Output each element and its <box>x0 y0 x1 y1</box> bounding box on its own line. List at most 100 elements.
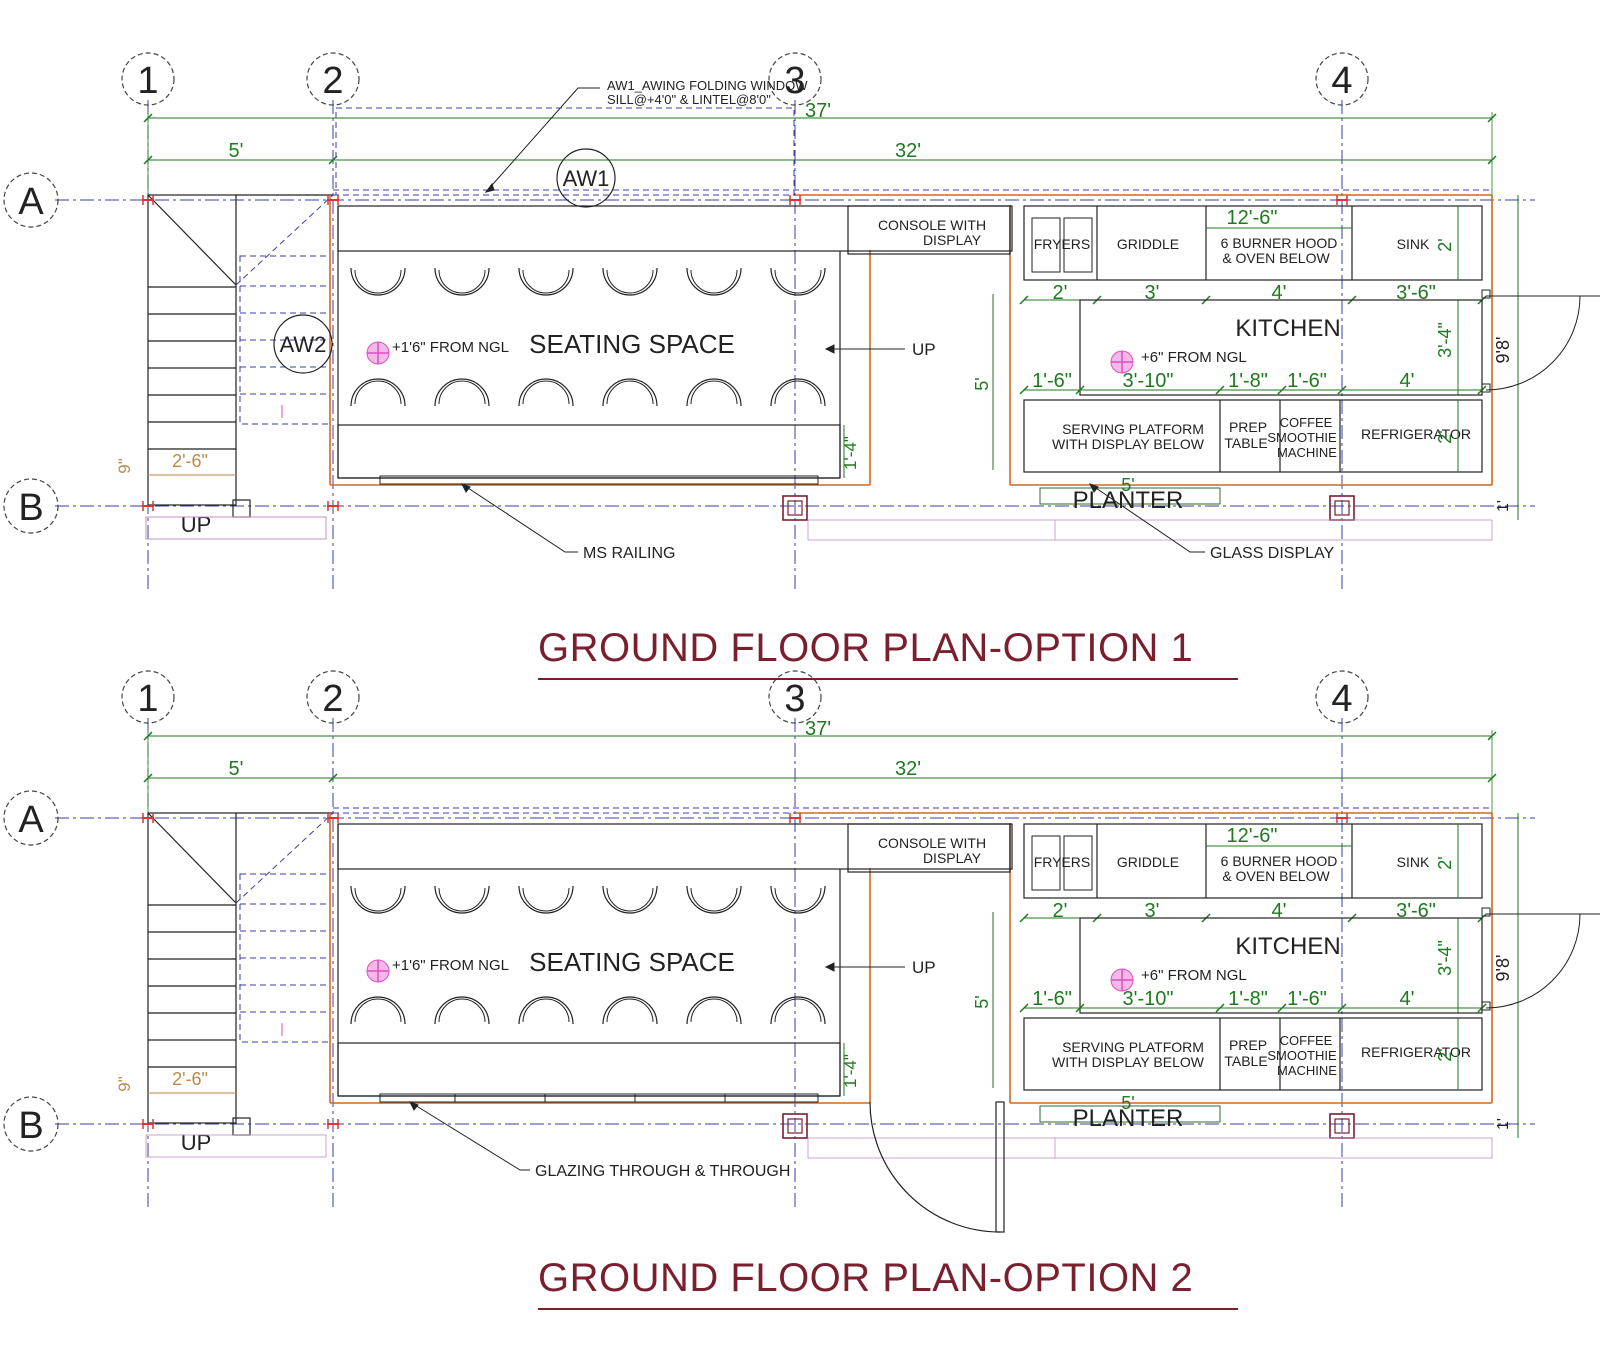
window-leader <box>485 87 600 193</box>
kitchen-dim-row1-value: 2' <box>1053 900 1068 922</box>
dim-tick <box>1075 385 1085 395</box>
kitchen-bottom-counter <box>1023 399 1483 473</box>
grid-bubble-A <box>3 172 59 228</box>
bar-stool-top-row <box>434 267 490 296</box>
prep-label-2: TABLE <box>1224 1053 1267 1069</box>
griddle-label: GRIDDLE <box>1117 236 1179 252</box>
stair-base-2 <box>145 516 327 540</box>
dim-kitchen-width: 12'-6" <box>1227 207 1278 229</box>
grid-bubble-4 <box>1315 52 1369 106</box>
planter-box <box>1039 487 1221 505</box>
bar-stool-bottom-row <box>434 996 490 1025</box>
dim-tick <box>1277 1003 1287 1013</box>
bar-stool-bottom-row <box>602 996 658 1025</box>
grid-bubble-1 <box>121 670 175 724</box>
bar-stool-bottom-row <box>686 378 742 407</box>
grid-bubble-label-B: B <box>18 1105 43 1147</box>
kitchen-dim-row2-value: 1'-6" <box>1287 370 1327 392</box>
plan-title-option-1: GROUND FLOOR PLAN-OPTION 1 <box>538 626 1238 680</box>
glass-display-leader <box>1089 483 1205 553</box>
bar-stool-top-row <box>686 267 742 296</box>
side-door-hinge <box>1481 907 1491 917</box>
dim-left-bay: 5' <box>229 140 244 162</box>
stair-diagonal <box>147 194 237 286</box>
window-leader-head <box>484 182 495 193</box>
bar-stool-bottom-row-inner <box>354 998 402 1023</box>
planter-label: PLANTER <box>1073 1105 1184 1132</box>
glazing-leader-head <box>408 1101 419 1111</box>
bar-stool-top-row-inner <box>606 887 654 912</box>
kitchen-work-zone <box>1079 299 1483 396</box>
kitchen-dim-row1-value: 2' <box>1053 282 1068 304</box>
side-door-arc <box>1485 295 1581 391</box>
coffee-label: COFFEE <box>1280 1033 1333 1048</box>
dim-9in: 9" <box>115 1076 134 1092</box>
prep-label-2: TABLE <box>1224 435 1267 451</box>
prep-label: PREP <box>1229 1037 1267 1053</box>
seating-space-label: SEATING SPACE <box>529 947 735 977</box>
console-box <box>847 205 1011 255</box>
kitchen-dim-row1-value: 3'-6" <box>1396 282 1436 304</box>
kitchen-dim-row1-value: 3'-6" <box>1396 900 1436 922</box>
bar-stool-top-row <box>602 267 658 296</box>
coffee-label: COFFEE <box>1280 415 1333 430</box>
serving-label-2: WITH DISPLAY BELOW <box>1052 1054 1205 1070</box>
kitchen-label: KITCHEN <box>1235 933 1340 960</box>
kitchen-dim-row2-value: 4' <box>1400 370 1415 392</box>
dim-tick <box>1019 295 1029 305</box>
dim-9in: 9" <box>115 458 134 474</box>
bar-stool-bottom-row-inner <box>354 380 402 405</box>
kitchen-dim-row1-value: 3' <box>1145 282 1160 304</box>
dim-tick <box>328 773 338 783</box>
level-marker-cross <box>367 960 389 982</box>
bar-stool-bottom-row-inner <box>690 380 738 405</box>
column-post <box>782 495 808 521</box>
kitchen-dim-row1-value: 4' <box>1272 900 1287 922</box>
seating-space-label: SEATING SPACE <box>529 329 735 359</box>
grid-bubble-3 <box>768 52 822 106</box>
fryer-basket-2 <box>1063 217 1093 273</box>
bar-stool-top-row <box>350 885 406 914</box>
dim-main-span: 32' <box>895 758 921 780</box>
grid-bubble-label-3: 3 <box>784 678 805 720</box>
bar-stool-bottom-row <box>770 996 826 1025</box>
bar-stool-top-row-inner <box>774 269 822 294</box>
bar-stool-top-row <box>350 267 406 296</box>
side-door-hinge <box>1481 289 1491 299</box>
kitchen-dim-row2-value: 1'-6" <box>1287 988 1327 1010</box>
kitchen-level-label: +6" FROM NGL <box>1141 967 1247 984</box>
coffee-label-3: MACHINE <box>1277 445 1337 460</box>
column-post-inner <box>787 500 803 516</box>
console-label-2: DISPLAY <box>923 850 982 866</box>
bar-stool-top-row-inner <box>354 887 402 912</box>
grid-bubble-label-1: 1 <box>137 678 158 720</box>
dim-1-4: 1'-4" <box>841 1054 860 1088</box>
bar-stool-top-row <box>518 267 574 296</box>
column-post <box>782 1113 808 1139</box>
bottom-counter <box>337 1042 841 1097</box>
dim-3-4: 3'-4" <box>1435 940 1455 976</box>
dim-main-span: 32' <box>895 140 921 162</box>
seating-up-label: UP <box>912 340 936 359</box>
serving-label-2: WITH DISPLAY BELOW <box>1052 436 1205 452</box>
serving-label: SERVING PLATFORM <box>1062 1039 1204 1055</box>
fryer-basket-2 <box>1063 835 1093 891</box>
serving-label: SERVING PLATFORM <box>1062 421 1204 437</box>
bar-stool-top-row <box>434 885 490 914</box>
dim-stair-width: 2'-6" <box>172 451 208 471</box>
front-callout: MS RAILING <box>583 545 675 562</box>
bar-stool-top-row-inner <box>690 269 738 294</box>
bar-stool-bottom-row <box>770 378 826 407</box>
bar-stool-top-row-inner <box>522 887 570 912</box>
stair-up-label: UP <box>181 1130 212 1155</box>
dim-left-bay: 5' <box>229 758 244 780</box>
bar-stool-top-row-inner <box>606 269 654 294</box>
dim-5: 5' <box>972 995 992 1008</box>
staircase: UP2'-6"9" <box>115 812 334 1158</box>
grid-bubble-label-A: A <box>18 181 44 223</box>
side-door-arc <box>1485 913 1581 1009</box>
bar-stool-top-row <box>770 885 826 914</box>
aw1-tag-circle <box>556 148 616 208</box>
entry-door-arc <box>869 1101 1001 1233</box>
